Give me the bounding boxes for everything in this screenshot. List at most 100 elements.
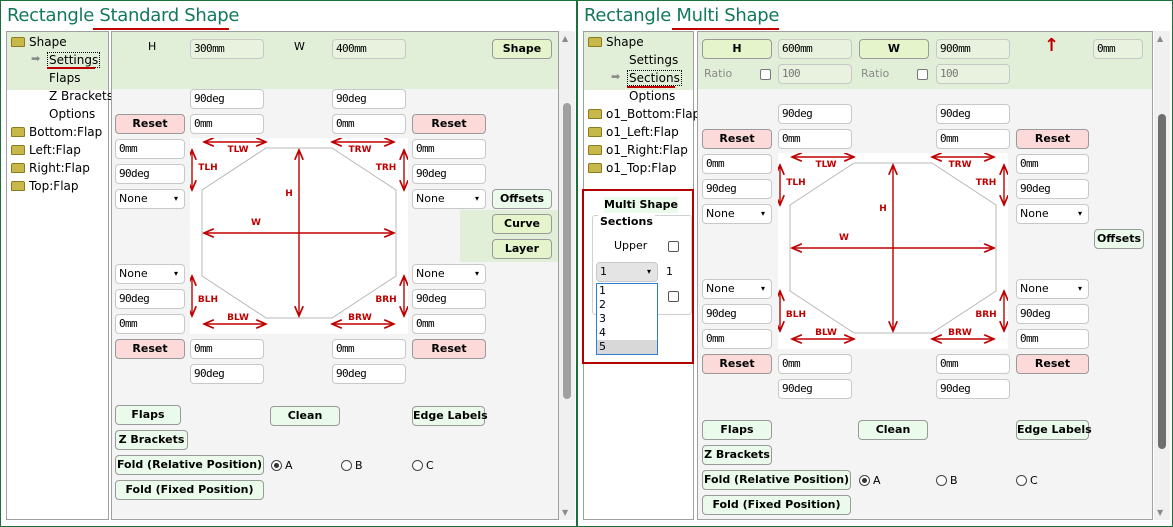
w-button[interactable]: W (859, 39, 929, 59)
reset-bottom-left-button[interactable]: Reset (702, 354, 772, 374)
reset-bottom-left-button[interactable]: Reset (115, 339, 185, 359)
top-left-angle-input[interactable]: 90deg (190, 89, 264, 109)
offsets-button[interactable]: Offsets (492, 189, 552, 209)
radio-c[interactable]: C (412, 459, 434, 472)
bottom-right-select[interactable]: None▾ (412, 264, 486, 284)
top-right-height-input[interactable]: 0mm (412, 139, 486, 159)
vertical-scrollbar[interactable]: ▲ ▼ (559, 31, 575, 520)
top-left-width-input[interactable]: 0mm (778, 129, 852, 149)
dropdown-option[interactable]: 5 (597, 340, 657, 354)
bottom-left-height-input[interactable]: 0mm (115, 314, 185, 334)
dropdown-option[interactable]: 4 (599, 326, 606, 339)
top-left-select[interactable]: None▾ (115, 189, 185, 209)
top-left-side-angle-input[interactable]: 90deg (115, 164, 185, 184)
radio-a[interactable]: A (271, 459, 293, 472)
scroll-up-icon[interactable]: ▲ (1157, 34, 1164, 43)
reset-bottom-right-button[interactable]: Reset (1016, 354, 1089, 374)
bottom-right-height-input[interactable]: 0mm (1016, 329, 1089, 349)
top-left-side-angle-input[interactable]: 90deg (702, 179, 772, 199)
height-input[interactable]: 600mm (778, 39, 852, 59)
scroll-thumb[interactable] (1158, 114, 1166, 449)
radio-b[interactable]: B (936, 474, 958, 487)
tree-item-options[interactable]: Options (49, 105, 95, 123)
tree-item-sections[interactable]: Sections (627, 69, 682, 87)
h-ratio-checkbox[interactable] (760, 69, 771, 80)
fold-relative-button[interactable]: Fold (Relative Position) (702, 470, 851, 490)
fold-relative-button[interactable]: Fold (Relative Position) (115, 455, 264, 475)
tree-item-top-flap[interactable]: Top:Flap (11, 177, 79, 195)
top-right-angle-input[interactable]: 90deg (936, 104, 1010, 124)
clean-button[interactable]: Clean (270, 406, 340, 426)
width-input[interactable]: 400mm (332, 39, 406, 59)
clean-button[interactable]: Clean (858, 420, 928, 440)
scroll-down-icon[interactable]: ▼ (1157, 508, 1164, 517)
bottom-left-side-angle-input[interactable]: 90deg (702, 304, 772, 324)
fold-fixed-button[interactable]: Fold (Fixed Position) (702, 495, 851, 515)
top-right-select[interactable]: None▾ (412, 189, 486, 209)
bottom-right-width-input[interactable]: 0mm (332, 339, 406, 359)
bottom-right-width-input[interactable]: 0mm (936, 354, 1010, 374)
z-brackets-button[interactable]: Z Brackets (115, 430, 188, 450)
tree-item-left-flap[interactable]: o1_Left:Flap (588, 123, 679, 141)
dropdown-option[interactable]: 1 (599, 284, 606, 297)
top-left-select[interactable]: None▾ (702, 204, 772, 224)
bottom-right-angle-input[interactable]: 90deg (332, 364, 406, 384)
dropdown-option[interactable]: 2 (599, 298, 606, 311)
tree-item-flaps[interactable]: Flaps (49, 69, 80, 87)
arrow-up-icon[interactable]: ↑ (1044, 35, 1060, 56)
tree-item-left-flap[interactable]: Left:Flap (11, 141, 81, 159)
top-right-side-angle-input[interactable]: 90deg (412, 164, 486, 184)
z-brackets-button[interactable]: Z Brackets (702, 445, 772, 465)
tree-item-top-flap[interactable]: o1_Top:Flap (588, 159, 676, 177)
top-left-height-input[interactable]: 0mm (702, 154, 772, 174)
fold-fixed-button[interactable]: Fold (Fixed Position) (115, 480, 264, 500)
w-ratio-input[interactable]: 100 (936, 64, 1010, 84)
scroll-thumb[interactable] (563, 103, 571, 399)
bottom-right-angle-input[interactable]: 90deg (936, 379, 1010, 399)
reset-top-right-button[interactable]: Reset (1016, 129, 1089, 149)
radio-c[interactable]: C (1016, 474, 1038, 487)
vertical-scrollbar[interactable]: ▲ ▼ (1154, 31, 1170, 520)
width-input[interactable]: 900mm (936, 39, 1010, 59)
flaps-button[interactable]: Flaps (115, 405, 181, 425)
edge-labels-button[interactable]: Edge Labels (412, 406, 488, 426)
bottom-right-side-angle-input[interactable]: 90deg (412, 289, 486, 309)
tree-item-bottom-flap[interactable]: Bottom:Flap (11, 123, 102, 141)
tree-item-options[interactable]: Options (629, 87, 675, 105)
shape-button[interactable]: Shape (492, 39, 552, 59)
offset-input[interactable]: 0mm (1093, 39, 1143, 59)
bottom-left-height-input[interactable]: 0mm (702, 329, 772, 349)
h-ratio-input[interactable]: 100 (778, 64, 852, 84)
edge-labels-button[interactable]: Edge Labels (1016, 420, 1092, 440)
radio-a[interactable]: A (859, 474, 881, 487)
upper-checkbox[interactable] (668, 241, 679, 252)
scroll-down-icon[interactable]: ▼ (562, 508, 569, 517)
tree-item-bottom-flap[interactable]: o1_Bottom:Flap (588, 105, 700, 123)
tree-item-shape[interactable]: Shape (11, 33, 67, 51)
bottom-right-select[interactable]: None▾ (1016, 279, 1089, 299)
bottom-left-select[interactable]: None▾ (702, 279, 772, 299)
flaps-button[interactable]: Flaps (702, 420, 772, 440)
bottom-left-width-input[interactable]: 0mm (778, 354, 852, 374)
reset-top-left-button[interactable]: Reset (702, 129, 772, 149)
top-left-height-input[interactable]: 0mm (115, 139, 185, 159)
tree-item-settings[interactable]: Settings (47, 51, 101, 69)
h-button[interactable]: H (702, 39, 772, 59)
top-right-width-input[interactable]: 0mm (936, 129, 1010, 149)
lower-checkbox[interactable] (668, 291, 679, 302)
top-right-height-input[interactable]: 0mm (1016, 154, 1089, 174)
bottom-right-height-input[interactable]: 0mm (412, 314, 486, 334)
reset-top-right-button[interactable]: Reset (412, 114, 486, 134)
scroll-up-icon[interactable]: ▲ (562, 34, 569, 43)
tree-item-right-flap[interactable]: Right:Flap (11, 159, 90, 177)
bottom-left-angle-input[interactable]: 90deg (190, 364, 264, 384)
section-select[interactable]: 1▾ (596, 262, 658, 282)
tree-item-shape[interactable]: Shape (588, 33, 644, 51)
top-right-angle-input[interactable]: 90deg (332, 89, 406, 109)
top-right-select[interactable]: None▾ (1016, 204, 1089, 224)
dropdown-option[interactable]: 3 (599, 312, 606, 325)
layer-button[interactable]: Layer (492, 239, 552, 259)
top-left-width-input[interactable]: 0mm (190, 114, 264, 134)
top-left-angle-input[interactable]: 90deg (778, 104, 852, 124)
